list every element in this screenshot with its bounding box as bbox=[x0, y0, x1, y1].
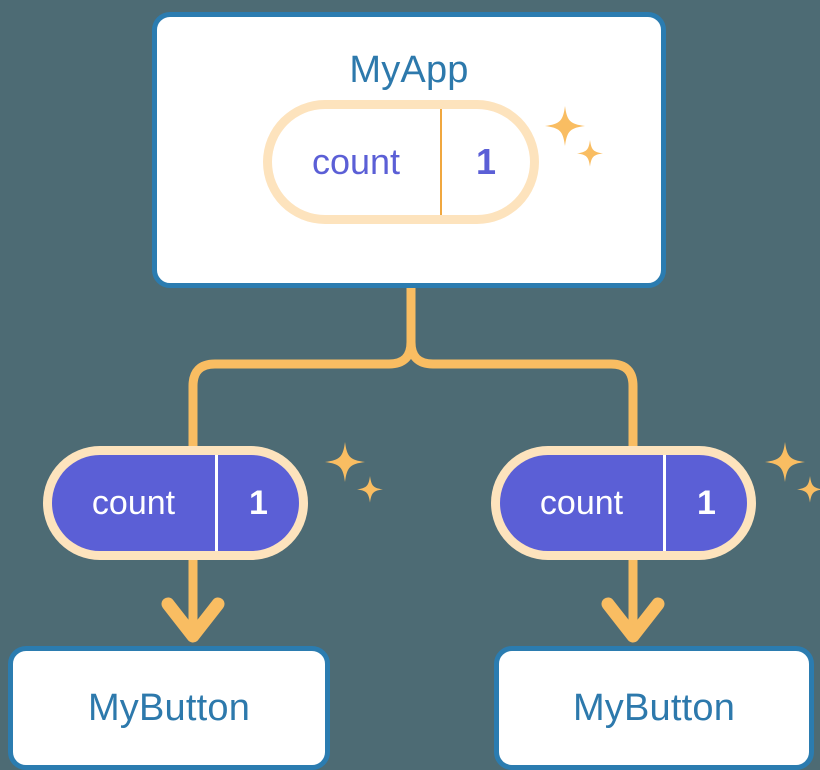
sparkle-four-point-small-icon bbox=[797, 476, 820, 503]
component-title-myapp: MyApp bbox=[349, 49, 469, 91]
state-pill-body: count 1 bbox=[52, 455, 299, 551]
state-pill-shape: count 1 bbox=[263, 100, 539, 224]
state-pill-shape: count 1 bbox=[491, 446, 756, 560]
arrow-down-icon-right bbox=[601, 597, 665, 643]
sparkle-four-point-small-icon bbox=[357, 476, 383, 503]
state-value-label: 1 bbox=[663, 455, 747, 551]
arrow-down-icon-left bbox=[161, 597, 225, 643]
connector-branch-right bbox=[406, 283, 638, 457]
component-title-mybutton-right: MyButton bbox=[572, 686, 736, 729]
sparkle-group-mybutton-right bbox=[765, 442, 820, 503]
state-key-label: count bbox=[311, 141, 401, 182]
state-pill-body: count 1 bbox=[500, 455, 747, 551]
state-pill-shape: count 1 bbox=[43, 446, 308, 560]
state-pill-body: count 1 bbox=[272, 109, 530, 215]
state-key-label: count bbox=[91, 483, 176, 522]
state-pill-mybutton-right[interactable]: count 1 bbox=[491, 446, 756, 560]
sparkle-four-point-large-icon bbox=[765, 442, 805, 482]
sparkle-group-mybutton-left bbox=[325, 442, 383, 503]
state-value-label: 1 bbox=[440, 109, 530, 215]
component-card-mybutton-left[interactable]: MyButton bbox=[8, 646, 330, 770]
connector-branch-left bbox=[188, 283, 416, 457]
state-pill-mybutton-left[interactable]: count 1 bbox=[43, 446, 308, 560]
component-title-mybutton-left: MyButton bbox=[87, 686, 251, 729]
sparkle-four-point-large-icon bbox=[325, 442, 365, 482]
state-pill-myapp[interactable]: count 1 bbox=[263, 100, 539, 224]
component-card-mybutton-right[interactable]: MyButton bbox=[494, 646, 814, 770]
state-value-label: 1 bbox=[215, 455, 299, 551]
state-key-label: count bbox=[539, 483, 624, 522]
